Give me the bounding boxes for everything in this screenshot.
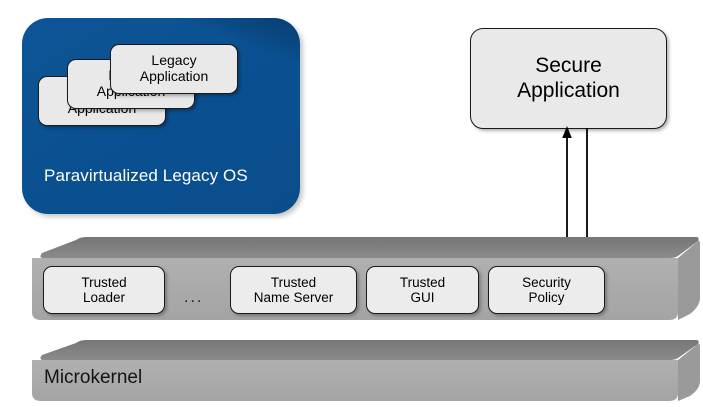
microkernel-slab-3d — [32, 340, 700, 401]
microkernel-slab: Microkernel — [18, 337, 700, 405]
paravirtualized-legacy-os-label: Paravirtualized Legacy OS — [44, 166, 248, 185]
services-ellipsis: ... — [184, 289, 204, 306]
microkernel-label: Microkernel — [44, 367, 143, 388]
